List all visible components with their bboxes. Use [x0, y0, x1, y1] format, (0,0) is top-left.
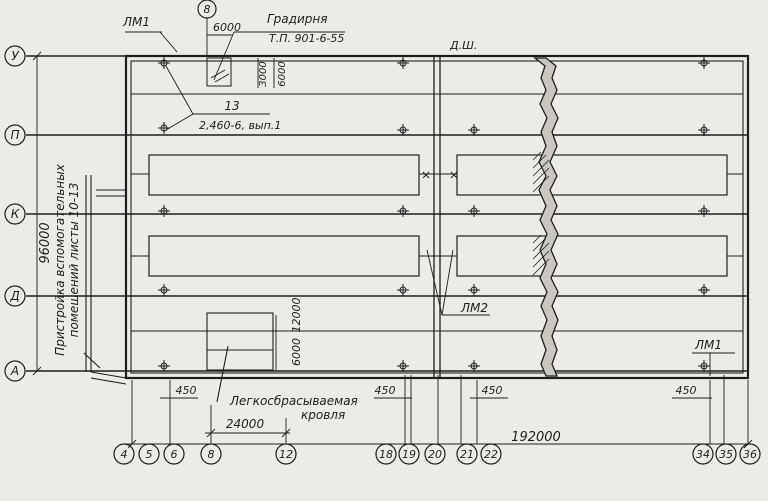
dim-3000: 3000: [258, 61, 269, 86]
row-label-k: К: [11, 207, 20, 221]
dimension-lines: [32, 34, 753, 449]
dim-6000-top: 6000: [213, 21, 241, 34]
column-marker: [158, 284, 170, 296]
column-marker: [698, 284, 710, 296]
column-marker: [158, 360, 170, 372]
label-dsh: Д.Ш.: [449, 39, 477, 52]
row-label-p: П: [10, 128, 19, 142]
col-label-8-top: 8: [204, 3, 211, 16]
column-markers: [158, 57, 710, 372]
dim-6000-low: 6000: [290, 338, 303, 366]
column-marker: [468, 205, 480, 217]
dim-450-c: 450: [482, 384, 503, 397]
label-roof-line1: Легкосбрасываемая: [229, 394, 358, 408]
light-roof-area: [206, 312, 274, 403]
dim-450-d: 450: [676, 384, 697, 397]
column-marker: [468, 124, 480, 136]
leader-lines: [125, 31, 735, 376]
column-marker: [397, 284, 409, 296]
dim-192000: 192000: [511, 430, 561, 445]
building-outline: [124, 54, 750, 380]
label-lm2: ЛМ2: [460, 301, 488, 315]
column-marker: [397, 124, 409, 136]
expansion-joint: [433, 56, 441, 378]
label-annex-line2: помещений листы 10-13: [67, 183, 81, 338]
label-lm1-right: ЛМ1: [694, 338, 722, 352]
dim-96000: 96000: [38, 222, 53, 263]
col-label-4: 4: [121, 448, 128, 461]
column-marker: [698, 360, 710, 372]
column-marker: [158, 122, 170, 134]
col-label-5: 5: [146, 448, 153, 461]
column-marker: [698, 205, 710, 217]
row-axis-lines: [26, 55, 748, 372]
row-label-d: Д: [9, 289, 19, 303]
dim-24000: 24000: [226, 417, 265, 431]
column-marker: [698, 124, 710, 136]
joint-markers: [422, 171, 458, 179]
column-marker: [468, 284, 480, 296]
col-label-34: 34: [696, 448, 710, 461]
col-label-21: 21: [460, 448, 474, 461]
annex-walls: [83, 175, 127, 385]
col-label-19: 19: [402, 448, 416, 461]
col-label-36: 36: [743, 448, 757, 461]
skylights: [148, 154, 728, 277]
label-ref-sheet: 2,460-6, вып.1: [199, 119, 281, 132]
column-marker: [468, 360, 480, 372]
dimension-texts: 96000 192000 24000 450 450 450 450 6000 …: [38, 21, 697, 445]
column-marker: [698, 57, 710, 69]
column-marker: [158, 57, 170, 69]
column-axis-lines: [131, 375, 749, 444]
cooling-tower: [206, 57, 232, 87]
label-roof-line2: кровля: [301, 408, 345, 422]
col-label-8: 8: [208, 448, 215, 461]
col-label-22: 22: [484, 448, 498, 461]
column-marker: [397, 57, 409, 69]
col-axis-bubbles: [113, 443, 761, 465]
label-ref-num: 13: [224, 99, 239, 113]
column-marker: [397, 360, 409, 372]
column-marker: [158, 205, 170, 217]
col-label-20: 20: [428, 448, 442, 461]
col-axis-8-top: 8: [197, 0, 217, 56]
label-tower-title: Градирня: [267, 12, 327, 26]
column-marker: [397, 205, 409, 217]
col-label-12: 12: [279, 448, 293, 461]
dim-450-a: 450: [176, 384, 197, 397]
row-label-a: А: [10, 364, 19, 378]
label-annex-line1: Пристройка вспомогательных: [53, 163, 67, 356]
col-label-18: 18: [379, 448, 393, 461]
dim-6000-top-v: 6000: [277, 61, 288, 86]
label-lm1-top: ЛМ1: [122, 15, 150, 29]
dim-450-b: 450: [375, 384, 396, 397]
col-label-6: 6: [171, 448, 178, 461]
row-axis-bubbles: [4, 45, 26, 382]
dim-12000: 12000: [290, 298, 303, 333]
fire-wall-hatched: [532, 57, 559, 377]
col-label-35: 35: [719, 448, 733, 461]
row-label-u: У: [11, 49, 19, 63]
annotation-texts: ЛМ1 ЛМ1 ЛМ2 Градирня Т.П. 901-6-55 13 2,…: [53, 12, 722, 422]
label-tower-code: Т.П. 901-6-55: [269, 32, 344, 45]
